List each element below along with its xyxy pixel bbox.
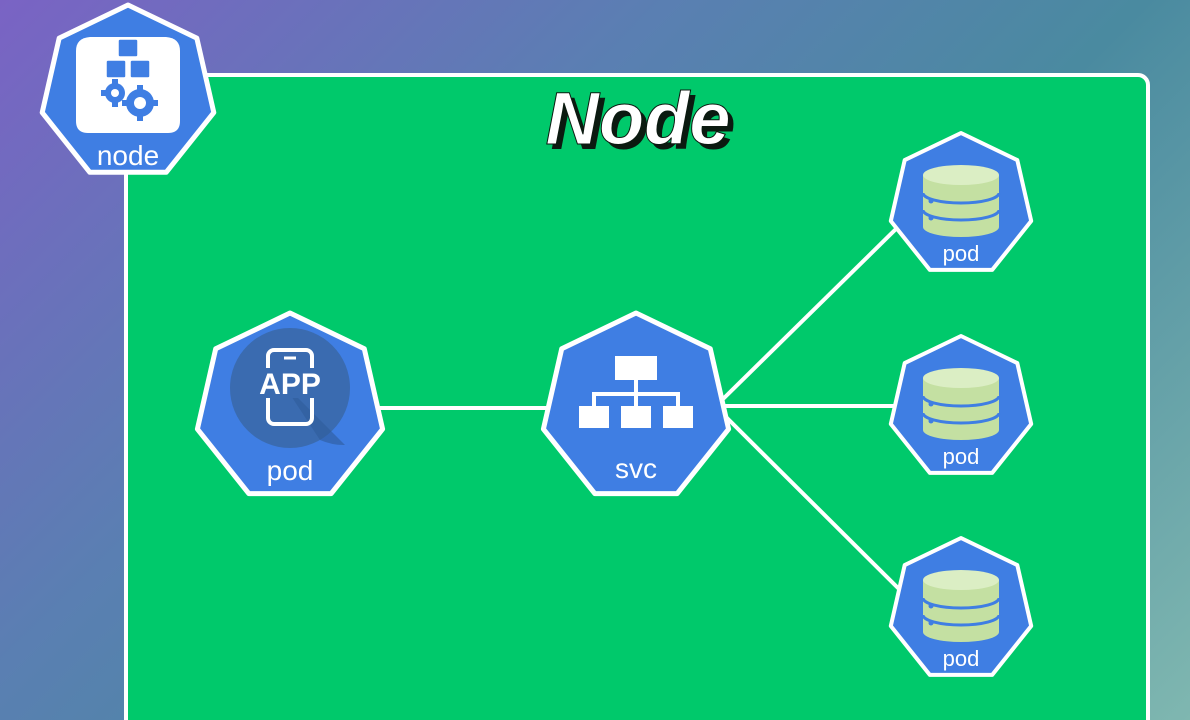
- pod-db-1-label: pod: [943, 241, 980, 266]
- pod-app[interactable]: APP pod: [194, 310, 386, 497]
- pod-db-1[interactable]: pod: [888, 131, 1034, 272]
- app-icon-text: APP: [259, 368, 321, 401]
- node-badge[interactable]: node: [39, 2, 217, 175]
- pod-db-3[interactable]: pod: [888, 536, 1034, 677]
- node-title: Node Node: [545, 77, 736, 166]
- connections: [378, 225, 902, 592]
- database-icon: [921, 570, 1001, 642]
- gears-icon: [101, 79, 158, 121]
- pod-app-label: pod: [267, 455, 314, 486]
- connector-svc-db1: [720, 225, 900, 402]
- pod-db-2-label: pod: [943, 444, 980, 469]
- hierarchy-icon: [579, 356, 693, 428]
- cubes-icon: [105, 38, 151, 79]
- pod-db-2[interactable]: pod: [888, 334, 1034, 475]
- node-badge-label: node: [97, 140, 159, 171]
- node-title-text: Node: [546, 77, 731, 160]
- node-icon: [76, 37, 180, 133]
- connector-svc-db3: [720, 411, 902, 592]
- pod-db-3-label: pod: [943, 646, 980, 671]
- node-title-shadow: Node: [551, 82, 736, 165]
- service-svc[interactable]: svc: [540, 310, 732, 497]
- service-label: svc: [615, 453, 657, 484]
- database-icon: [921, 165, 1001, 237]
- app-icon: APP: [230, 328, 350, 448]
- database-icon: [921, 368, 1001, 440]
